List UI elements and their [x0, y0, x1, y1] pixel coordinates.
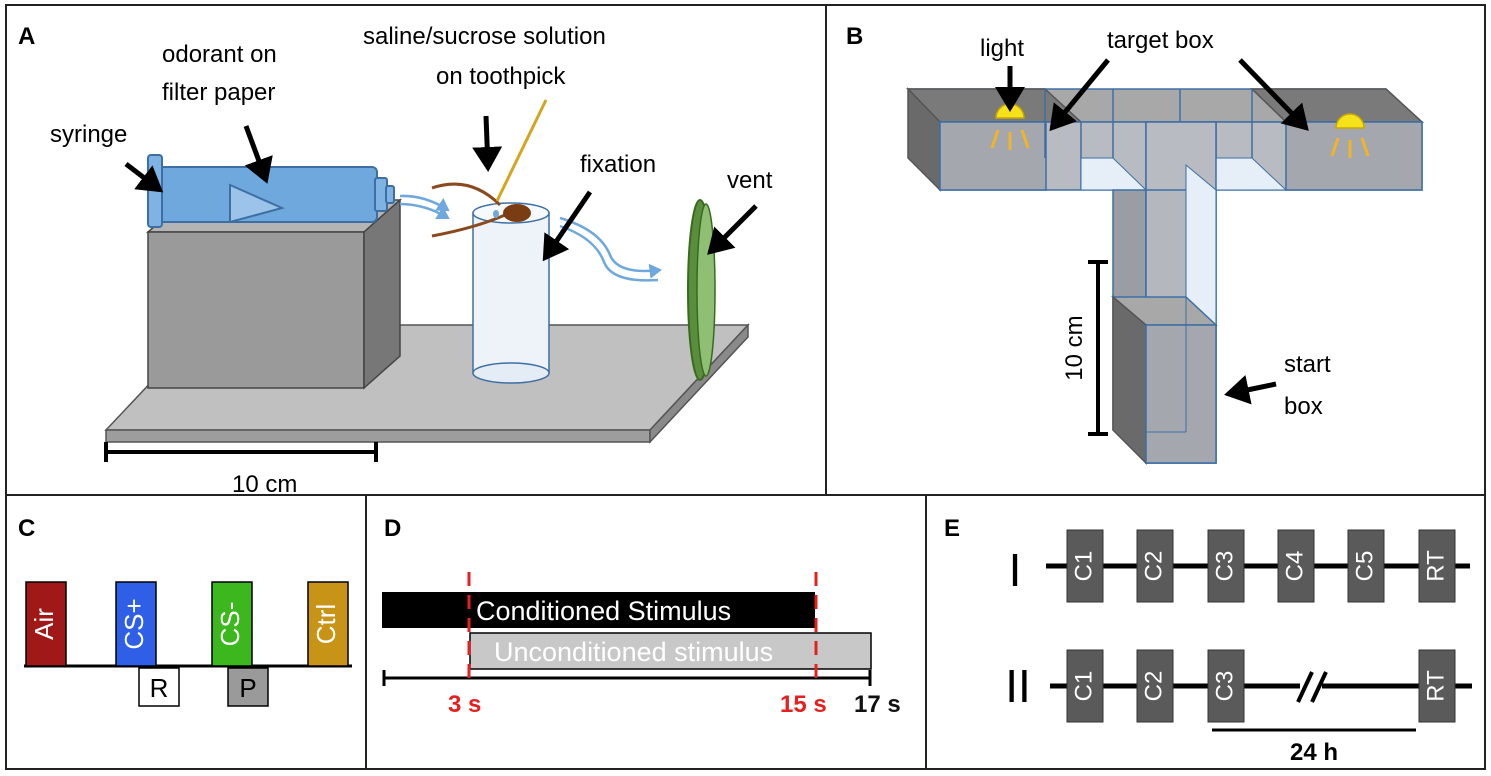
- conditioned-stimulus-label: Conditioned Stimulus: [476, 596, 731, 626]
- stimulus-ctrl: Ctrl: [307, 581, 349, 667]
- target-box-label: target box: [1107, 27, 1214, 54]
- break-marker: [1296, 671, 1328, 703]
- fixation-tube: [472, 202, 550, 384]
- vent-icon: [687, 199, 716, 381]
- panel-b-letter: B: [846, 23, 863, 50]
- t-maze: [906, 87, 1424, 465]
- stimulus-label-cs-plus: CS+: [119, 598, 149, 649]
- light-label: light: [980, 35, 1024, 62]
- scale-label-a: 10 cm: [232, 471, 297, 498]
- label-arrows: [124, 115, 758, 262]
- protocol-label-2: II: [1005, 660, 1031, 712]
- tick-label-17s: 17 s: [854, 691, 901, 718]
- session-box: C1: [1066, 649, 1104, 723]
- punishment-label: P: [239, 673, 256, 703]
- unconditioned-stimulus-label: Unconditioned stimulus: [494, 637, 773, 667]
- time-axis: [382, 670, 872, 686]
- odorant-label-line2: filter paper: [162, 79, 275, 106]
- session-label: C3: [1211, 551, 1238, 582]
- conditioned-stimulus-bar: [382, 592, 815, 628]
- session-box: RT: [1418, 529, 1456, 603]
- session-label: RT: [1422, 550, 1449, 582]
- panel-d-letter: D: [384, 515, 401, 542]
- label-arrows-b: [995, 58, 1309, 405]
- filter-paper-icon: [229, 183, 285, 224]
- stimulus-label-ctrl: Ctrl: [311, 604, 341, 644]
- tick-label-3s: 3 s: [448, 691, 481, 718]
- panel-e-letter: E: [944, 515, 960, 542]
- gap-label: 24 h: [1290, 739, 1338, 766]
- punishment-box: P: [227, 667, 269, 707]
- reward-box: R: [138, 667, 180, 707]
- stimulus-air: Air: [25, 581, 67, 667]
- fixation-label: fixation: [580, 151, 656, 178]
- scale-label-b: 10 cm: [1061, 315, 1088, 380]
- session-label: C2: [1140, 671, 1167, 702]
- light-icon-right: [1330, 113, 1370, 158]
- session-box: C2: [1136, 529, 1174, 603]
- panel-e: E I C1 C2 C3 C4 C5 RT II C1 C2 C3 RT 24 …: [944, 515, 1472, 766]
- airflow-arrows: [399, 194, 450, 220]
- solution-label-line1: saline/sucrose solution: [363, 23, 606, 50]
- session-label: C4: [1281, 551, 1308, 582]
- base-plate-side: [649, 323, 749, 444]
- vent-label: vent: [727, 167, 773, 194]
- panel-a: A: [18, 23, 773, 498]
- block-front: [147, 231, 365, 389]
- protocol-label-1: I: [1009, 544, 1022, 596]
- session-label: C2: [1140, 551, 1167, 582]
- session-box: C1: [1066, 529, 1104, 603]
- start-box-label-line1: start: [1284, 351, 1331, 378]
- panel-a-letter: A: [18, 23, 35, 50]
- toothpick-icon: [495, 99, 548, 202]
- reward-label: R: [150, 673, 169, 703]
- session-label: C1: [1070, 551, 1097, 582]
- session-label: RT: [1422, 670, 1449, 702]
- syringe-icon: [147, 154, 395, 228]
- session-box: C2: [1136, 649, 1174, 723]
- bee-icon: [431, 182, 531, 238]
- session-label: C5: [1351, 551, 1378, 582]
- session-label: C3: [1211, 671, 1238, 702]
- protocol-2-sessions: C1 C2 C3 RT: [1066, 649, 1456, 723]
- session-box: C3: [1207, 649, 1245, 723]
- odorant-label-line1: odorant on: [162, 41, 277, 68]
- syringe-label: syringe: [50, 121, 127, 148]
- panel-borders: [5, 4, 1486, 770]
- session-label: C1: [1070, 671, 1097, 702]
- session-box: RT: [1418, 649, 1456, 723]
- panel-c-letter: C: [18, 515, 35, 542]
- session-box: C3: [1207, 529, 1245, 603]
- stimulus-cs-minus: CS-: [211, 581, 253, 667]
- start-box-label-line2: box: [1284, 393, 1323, 420]
- panel-b: B: [846, 23, 1424, 465]
- unconditioned-stimulus-bar: [469, 632, 872, 670]
- block-side: [363, 198, 401, 390]
- tick-label-15s: 15 s: [780, 691, 827, 718]
- dashed-markers: [467, 572, 818, 686]
- scale-bar-b: [1088, 260, 1108, 436]
- vent-airflow-arrows: [559, 216, 662, 282]
- stimulus-cs-plus: CS+: [115, 581, 157, 667]
- base-plate-front: [105, 429, 651, 443]
- outer-frame: [5, 4, 1486, 770]
- stimulus-label-air: Air: [29, 608, 59, 640]
- session-box: C5: [1347, 529, 1385, 603]
- panel-c: C Air CS+ CS- Ctrl R P: [18, 515, 352, 707]
- scale-bar-a: [104, 442, 378, 462]
- solution-label-line2: on toothpick: [436, 63, 566, 90]
- session-box: C4: [1277, 529, 1315, 603]
- stimulus-label-cs-minus: CS-: [215, 602, 245, 647]
- protocol-1-sessions: C1 C2 C3 C4 C5 RT: [1066, 529, 1456, 603]
- panel-d: D Conditioned Stimulus Unconditioned sti…: [382, 515, 901, 718]
